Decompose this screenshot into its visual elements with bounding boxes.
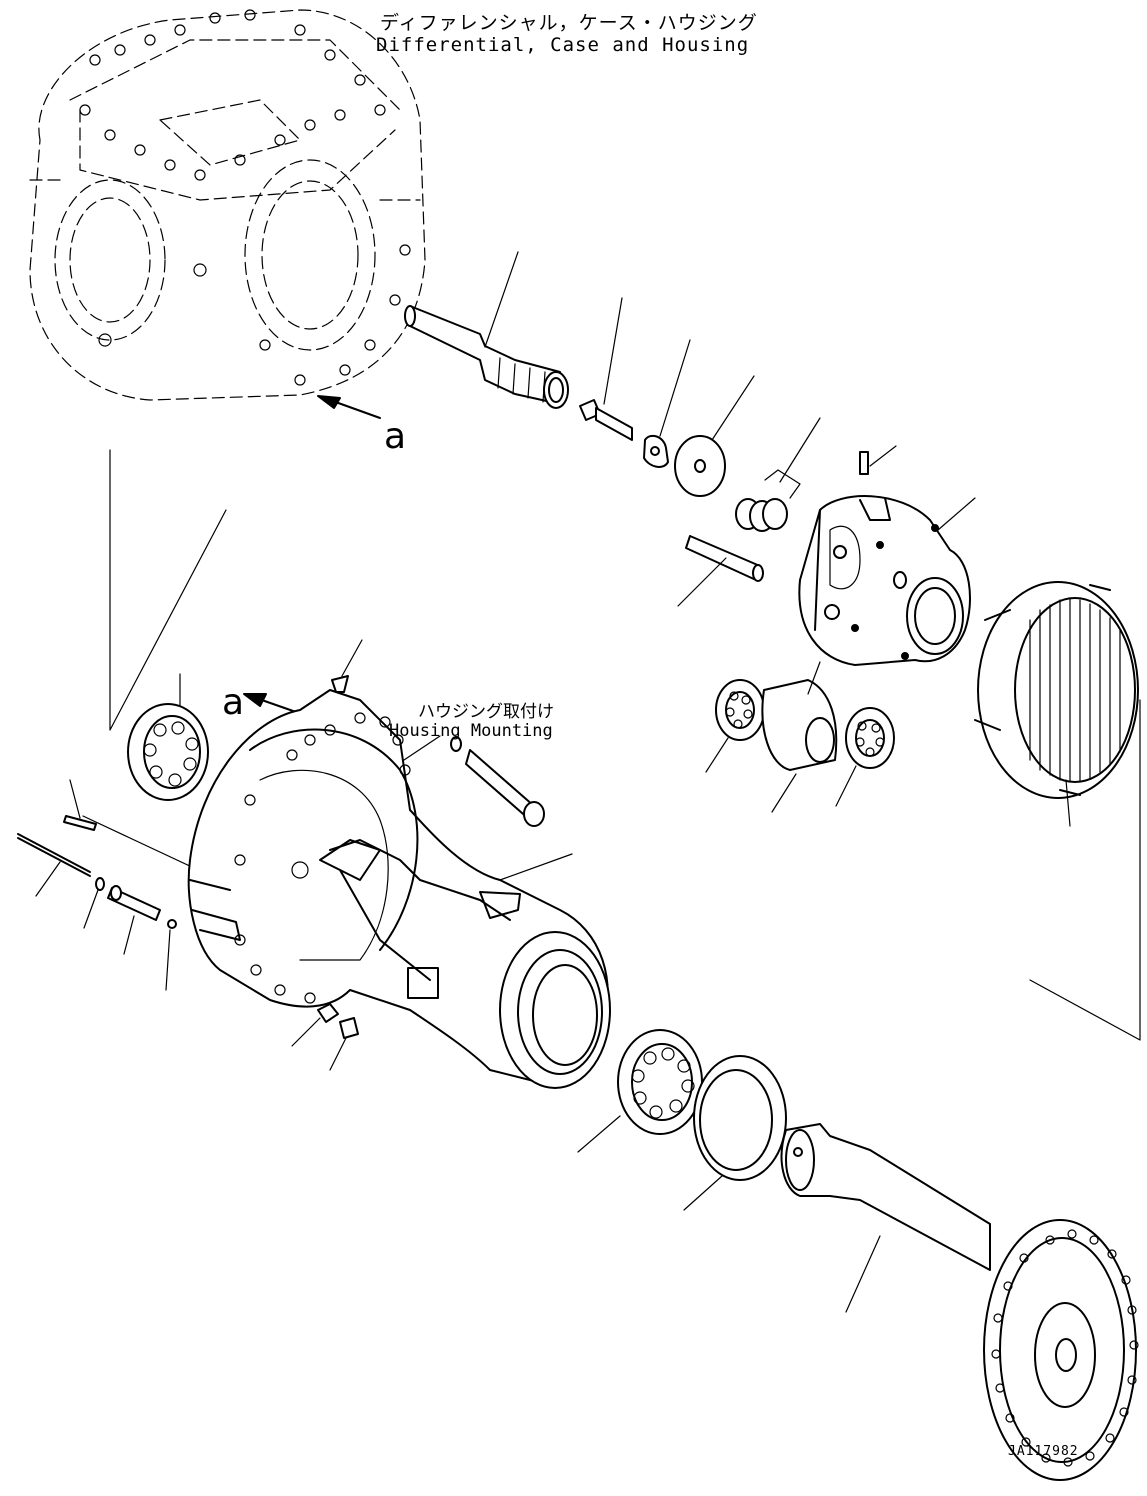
axle-bearing-left [127,673,209,801]
nut-part [291,1003,339,1047]
differential-case [798,495,976,666]
differential-case-overview [29,9,426,401]
mounting-bolt-set [403,735,545,827]
view-arrow-upper [317,395,381,419]
diagram-title-japanese: ディファレンシャル，ケース・ハウジング [380,12,758,34]
sleeve-part [107,885,161,955]
dowel-pin-part [63,779,97,831]
axle-shaft [780,1123,1139,1481]
bolt-part [579,297,633,441]
small-ball-part [165,919,177,991]
axle-housing [187,689,611,1089]
roll-pin-part [859,445,897,475]
drive-shaft [404,251,569,409]
lock-plate-part [643,339,691,468]
knock-pin-part [329,1017,359,1071]
o-ring-part [83,877,105,929]
ring-gear [974,581,1139,827]
drawing-code: JA117982 [1008,1444,1079,1459]
differential-bearing-set [705,661,895,813]
pinion-gear-set [735,417,821,532]
plug-part [331,639,363,693]
diagram-title-english: Differential, Case and Housing [376,34,750,56]
oil-seal-part [683,1055,787,1211]
thrust-washer-part [674,375,755,497]
view-reference-upper: a [384,416,407,457]
axle-bearing-right [577,1029,703,1153]
breather-rod-part [17,833,91,897]
view-reference-lower: a [222,682,245,723]
view-arrow-lower [243,693,297,713]
housing-mounting-label-english: Housing Mounting [389,721,553,741]
housing-mounting-label-japanese: ハウジング取付け [418,702,554,722]
cross-pin-part [677,535,764,607]
